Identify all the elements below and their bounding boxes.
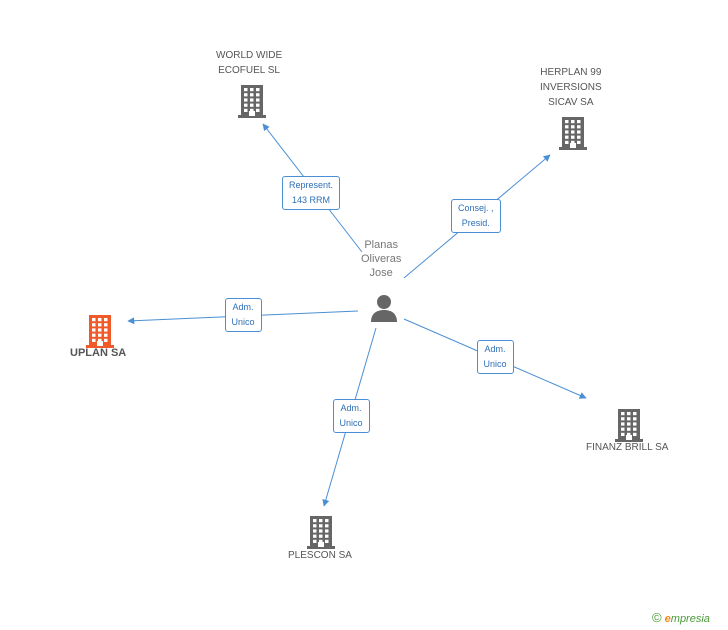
edge-label-line: 143 RRM [292,195,331,205]
company-node-finanz[interactable] [613,407,645,448]
person-node[interactable] [369,293,399,328]
edge-label-plescon[interactable]: Adm. Unico [332,399,370,433]
building-icon [86,315,114,348]
edge-label-line: Consej. , [458,203,494,213]
person-name-line: Oliveras [361,253,402,265]
person-name-line: Planas [364,239,398,251]
company-label-line: ECOFUEL SL [218,65,280,76]
company-label-line: WORLD WIDE [216,50,283,61]
company-label-line: UPLAN SA [70,347,127,359]
copyright-symbol: © [652,610,662,625]
company-node-herplan[interactable] [557,115,589,156]
company-label-plescon[interactable]: PLESCON SA [288,548,352,563]
edge-label-line: Represent. [289,180,334,190]
company-node-plescon[interactable] [305,514,337,555]
company-label-line: PLESCON SA [288,550,352,561]
edge-label-line: Adm. [340,403,362,413]
edge-label-line: Unico [339,418,363,428]
company-label-line: FINANZ BRILL SA [586,442,669,453]
edge-label-line: Unico [483,359,507,369]
person-name-line: Jose [369,267,393,279]
person-icon [371,295,397,322]
company-label-uplan[interactable]: UPLAN SA [70,346,126,361]
company-label-herplan[interactable]: HERPLAN 99 INVERSIONS SICAV SA [540,65,602,110]
edge-label-line: Adm. [484,344,506,354]
brand-initial: e [664,613,671,625]
edge-label-line: Presid. [461,218,490,228]
building-icon [615,409,643,442]
company-label-finanz[interactable]: FINANZ BRILL SA [586,440,668,455]
edge-label-line: Adm. [232,302,254,312]
edge-label-herplan[interactable]: Consej. , Presid. [451,199,501,233]
edge-label-world[interactable]: Represent. 143 RRM [282,176,341,210]
edge-label-finanz[interactable]: Adm. Unico [476,340,514,374]
company-node-world[interactable] [236,83,268,124]
company-label-line: HERPLAN 99 [540,67,602,78]
edge-label-uplan[interactable]: Adm. Unico [224,298,262,332]
building-icon [559,117,587,150]
brand-name: mpresia [670,613,710,625]
company-label-line: SICAV SA [548,97,594,108]
company-node-uplan[interactable] [84,313,116,354]
footer-brand: © empresia [652,610,710,625]
building-icon [238,85,266,118]
company-label-world[interactable]: WORLD WIDE ECOFUEL SL [216,48,282,78]
edge-label-line: Unico [231,317,255,327]
company-label-line: INVERSIONS [540,82,602,93]
building-icon [307,516,335,549]
